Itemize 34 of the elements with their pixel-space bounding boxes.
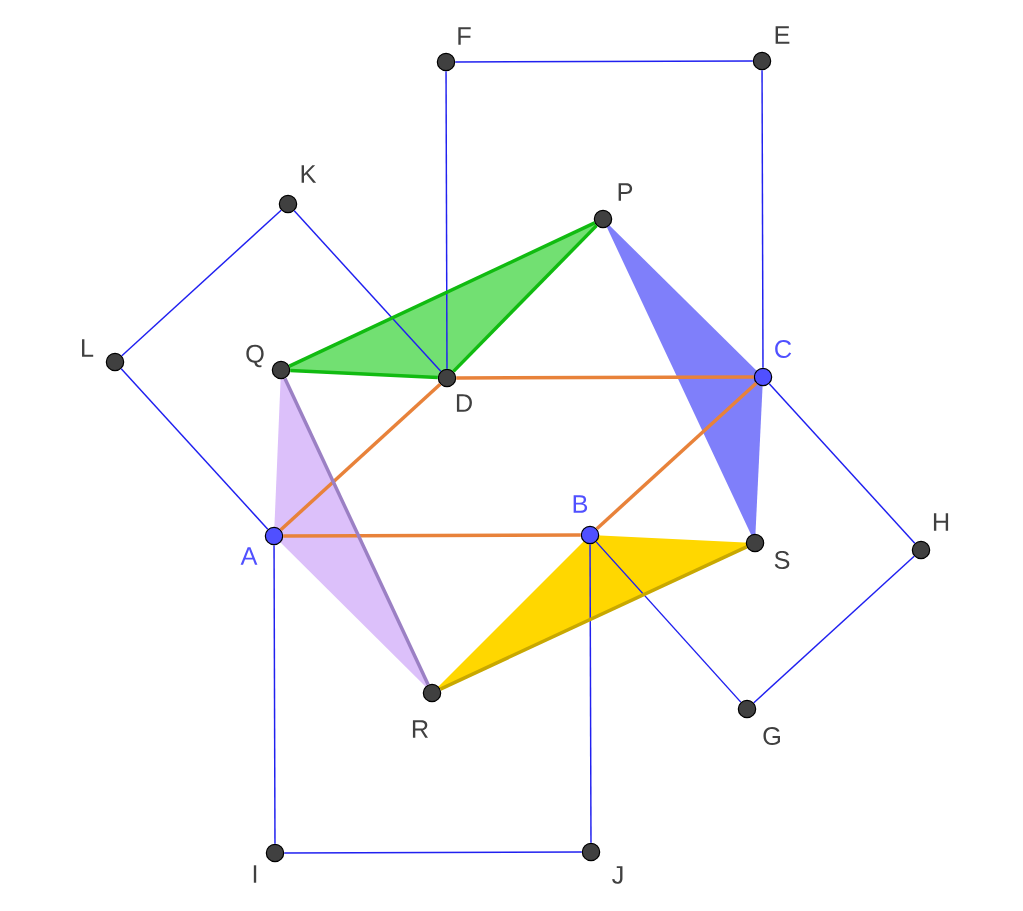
point-label: D [456,394,472,412]
line-segment [595,381,758,531]
point-label: H [933,513,949,531]
line-segment [753,555,915,704]
point-label: P [618,183,633,201]
line-segment [589,543,592,844]
line-segment [279,382,442,532]
line-segment [283,851,583,854]
line-segment [761,69,764,369]
point-label: C [775,340,792,358]
point-label: S [774,551,790,569]
line-segment [768,383,916,544]
point-label: B [573,495,588,513]
line-segment [454,60,754,63]
point-label: K [301,165,317,183]
line-segment [445,70,448,370]
point-label: J [612,866,623,884]
line-segment [283,533,581,538]
line-segment [120,368,269,530]
point-label: G [763,727,780,745]
line-segment [595,541,742,703]
point-label: F [458,27,471,45]
point-label: R [412,720,428,738]
point-label: L [82,339,94,357]
line-segment [456,375,754,380]
point-label: E [775,26,790,44]
line-segment [273,544,276,845]
point-label: A [240,547,258,565]
line-segment [121,209,282,357]
line-segment [293,210,442,372]
point-label: Q [246,344,264,368]
line-segment [452,224,598,373]
line-segment [290,368,438,380]
point-label: I [253,865,257,883]
